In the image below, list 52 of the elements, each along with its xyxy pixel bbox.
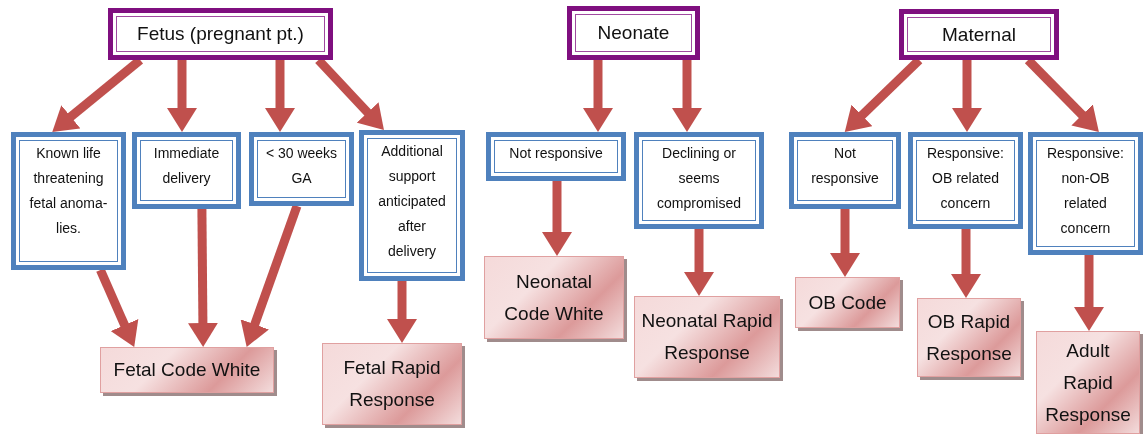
response-box: [634, 296, 780, 378]
condition-box: [1028, 132, 1143, 255]
arrow: [951, 229, 981, 298]
response-box: [1036, 331, 1140, 434]
node-label: < 30 weeks GA: [264, 144, 339, 188]
node-label: OB Rapid Response: [925, 309, 1013, 366]
node-label: Immediate delivery: [152, 144, 221, 188]
category-box: [108, 8, 333, 60]
condition-box: [132, 132, 241, 209]
node-label: Not responsive: [810, 144, 880, 188]
category-box: [899, 9, 1059, 60]
node-label: Responsive: OB related concern: [925, 144, 1005, 213]
condition-box: [789, 132, 901, 209]
node-label: Maternal: [942, 23, 1016, 46]
response-box: [322, 343, 462, 425]
arrow: [830, 209, 860, 277]
arrow: [672, 60, 702, 132]
node-label: Neonate: [597, 22, 670, 44]
condition-box: [634, 132, 764, 229]
node-label: Neonatal Code White: [503, 269, 605, 326]
condition-box: [908, 132, 1023, 229]
response-box: [795, 277, 900, 328]
node-label: Responsive: non-OB related concern: [1045, 144, 1125, 238]
arrow: [1074, 255, 1104, 331]
node-label: Adult Rapid Response: [1044, 338, 1132, 427]
condition-box: [359, 130, 465, 281]
node-label: OB Code: [808, 290, 887, 315]
response-box: [100, 347, 274, 393]
arrow: [583, 60, 613, 132]
node-label: Fetus (pregnant pt.): [137, 23, 304, 45]
node-label: Known life threatening fetal anoma- lies.: [28, 144, 109, 238]
condition-box: [11, 132, 126, 270]
node-label: Declining or seems compromised: [656, 144, 742, 213]
arrow: [240, 204, 302, 347]
arrow: [684, 229, 714, 296]
response-box: [484, 256, 624, 339]
arrow: [387, 281, 417, 343]
arrow: [187, 208, 218, 347]
arrow: [952, 60, 982, 132]
node-label: Fetal Code White: [113, 358, 261, 382]
node-label: Neonatal Rapid Response: [641, 309, 773, 365]
node-label: Not responsive: [509, 144, 603, 163]
arrow: [167, 60, 197, 132]
condition-box: [486, 132, 626, 181]
node-label: Fetal Rapid Response: [342, 356, 442, 412]
arrow: [265, 60, 295, 132]
condition-box: [249, 132, 354, 206]
arrow: [96, 268, 139, 347]
node-label: Additional support anticipated after delivery: [377, 142, 447, 261]
response-box: [917, 298, 1021, 377]
arrow: [542, 181, 572, 256]
category-box: [567, 6, 700, 60]
